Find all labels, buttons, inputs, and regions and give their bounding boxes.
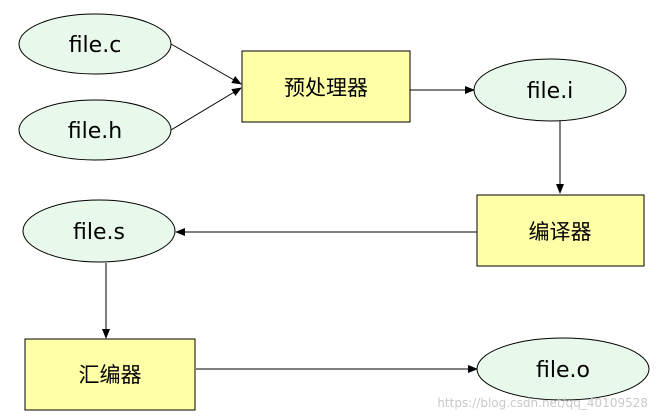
node-compiler: 编译器 xyxy=(476,194,645,267)
node-file-s-shape xyxy=(22,199,176,263)
node-file-h-label: file.h xyxy=(68,119,122,144)
node-compiler-shape xyxy=(476,194,645,267)
node-file-s: file.s xyxy=(22,199,176,263)
node-file-o-label: file.o xyxy=(536,358,590,383)
node-file-c: file.c xyxy=(18,13,172,75)
node-file-c-label: file.c xyxy=(69,33,122,58)
watermark-url: https://blog.csdn.net/qq_40109528 xyxy=(437,396,648,410)
node-assembler-shape xyxy=(24,338,196,411)
node-file-s-label: file.s xyxy=(73,220,125,245)
node-file-h: file.h xyxy=(18,99,172,161)
node-preprocessor: 预处理器 xyxy=(241,50,411,123)
node-assembler: 汇编器 xyxy=(24,338,196,411)
node-file-i-shape xyxy=(473,58,627,122)
node-assembler-label: 汇编器 xyxy=(79,363,142,387)
node-file-c-shape xyxy=(18,13,172,75)
arrow-file-h-to-preprocessor xyxy=(170,87,242,131)
node-file-o-shape xyxy=(476,337,650,401)
node-file-h-shape xyxy=(18,99,172,161)
node-file-i-label: file.i xyxy=(527,79,574,104)
node-file-i: file.i xyxy=(473,58,627,122)
node-preprocessor-shape xyxy=(241,50,411,123)
arrow-file-c-to-preprocessor xyxy=(170,43,242,85)
node-file-o: file.o xyxy=(476,337,650,401)
node-compiler-label: 编译器 xyxy=(529,220,592,244)
node-preprocessor-label: 预处理器 xyxy=(284,76,368,100)
